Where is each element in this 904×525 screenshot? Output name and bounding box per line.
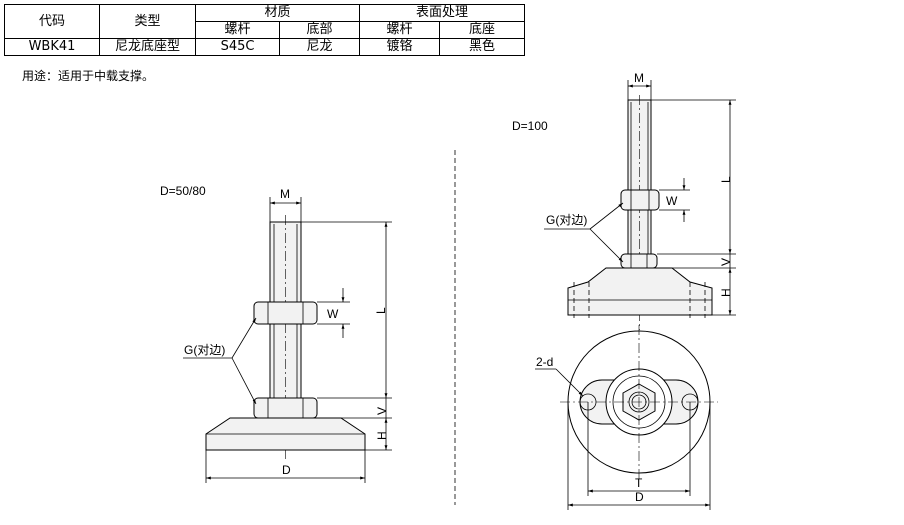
cell-screw-material: S45C bbox=[195, 38, 280, 56]
header-base-surface: 底座 bbox=[439, 21, 525, 39]
cell-base-material: 尼龙 bbox=[279, 38, 360, 56]
left-caption: D=50/80 bbox=[160, 184, 206, 198]
cell-code: WBK41 bbox=[4, 38, 100, 56]
right-label-w: W bbox=[666, 194, 678, 208]
left-label-m: M bbox=[280, 187, 290, 201]
left-label-h: H bbox=[375, 431, 389, 440]
left-label-g: G(对边) bbox=[184, 343, 225, 357]
right-label-v: V bbox=[719, 258, 733, 266]
left-label-v: V bbox=[375, 407, 389, 415]
right-label-l: L bbox=[719, 176, 733, 183]
spec-table: 代码 类型 材质 表面处理 螺杆 底部 螺杆 底座 WBK41 尼龙底座型 S4… bbox=[4, 4, 525, 56]
right-label-h: H bbox=[719, 288, 733, 297]
right-lower-nut bbox=[620, 253, 658, 269]
header-code: 代码 bbox=[4, 4, 100, 39]
right-label-2d: 2-d bbox=[536, 355, 553, 369]
left-label-w: W bbox=[327, 307, 339, 321]
right-plan-view bbox=[560, 325, 718, 480]
header-type: 类型 bbox=[99, 4, 196, 39]
right-label-m: M bbox=[634, 71, 644, 85]
cell-base-surface: 黑色 bbox=[439, 38, 525, 56]
left-label-d: D bbox=[282, 463, 291, 477]
cell-type: 尼龙底座型 bbox=[99, 38, 196, 56]
right-upper-nut bbox=[620, 189, 660, 211]
right-label-d: D bbox=[635, 490, 644, 504]
right-view: D=100 M W bbox=[512, 71, 736, 510]
usage-note: 用途：适用于中载支撑。 bbox=[22, 69, 155, 83]
left-upper-nut bbox=[253, 301, 318, 325]
cell-screw-surface: 镀铬 bbox=[359, 38, 440, 56]
left-lower-nut bbox=[253, 397, 318, 419]
left-label-l: L bbox=[374, 307, 388, 314]
right-label-t: T bbox=[635, 476, 643, 490]
right-caption: D=100 bbox=[512, 119, 548, 133]
left-view: D=50/80 M W bbox=[160, 184, 392, 483]
right-base bbox=[567, 267, 713, 316]
right-label-g: G(对边) bbox=[546, 213, 587, 227]
